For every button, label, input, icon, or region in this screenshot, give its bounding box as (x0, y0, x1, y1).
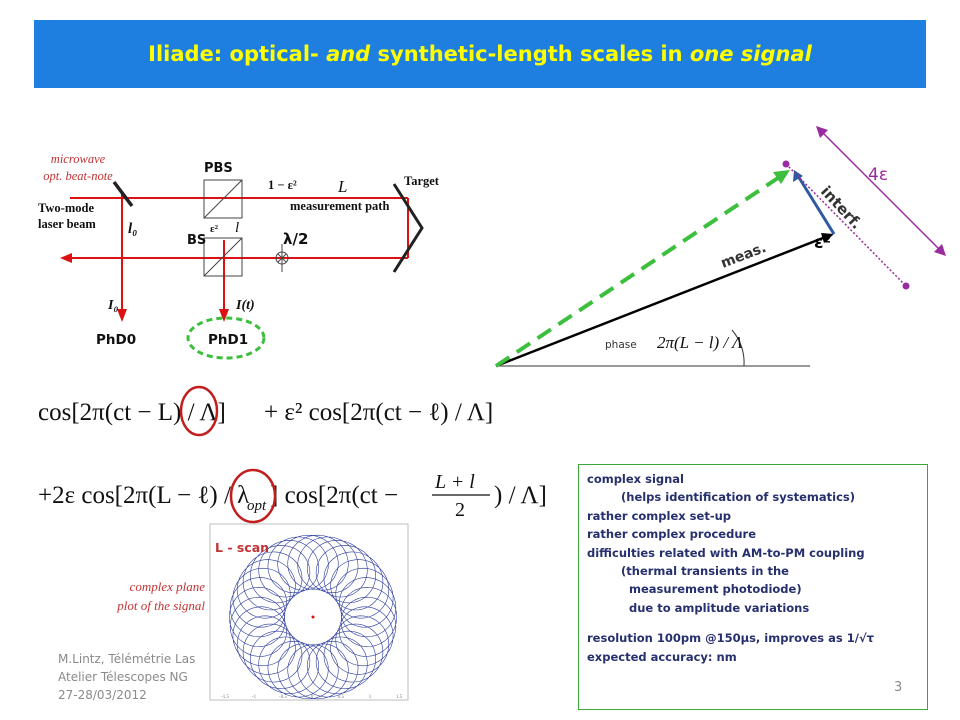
pbs-cube (203, 179, 243, 219)
It-label: I(t) (235, 298, 255, 313)
footer-author: M.Lintz, Télémétrie Las (58, 652, 196, 666)
target-reflector (392, 183, 424, 273)
meas-label: meas. (719, 240, 769, 272)
tick-label: -1 (252, 695, 257, 700)
L-label: L (337, 177, 347, 196)
phd1-label: PhD1 (208, 332, 248, 348)
note-line-10: expected accuracy: nm (587, 650, 737, 664)
beat-note-label: opt. beat-note (43, 169, 113, 183)
half-wave-label: λ/2 (283, 230, 308, 248)
plot-caption-1: complex plane (130, 579, 206, 594)
tick-label: 1.5 (396, 695, 403, 700)
phd0-label: PhD0 (96, 332, 136, 348)
phd1-highlight (186, 316, 266, 360)
title-bar (34, 20, 926, 88)
lambda-highlight-1 (179, 385, 219, 437)
slide-title: Iliade: optical- and synthetic-length sc… (148, 42, 812, 66)
laser-beam-label: laser beam (38, 217, 96, 231)
complex-plane-plot: -1.5 -1 -0.5 0 0.5 1 1.5 (209, 523, 409, 701)
phase-label: phase (605, 339, 637, 351)
plot-tick-labels: -1.5 -1 -0.5 0 0.5 1 1.5 (221, 695, 403, 700)
four-eps-dimension (821, 131, 941, 251)
interf-label: interf. (817, 182, 866, 232)
note-line-7: measurement photodiode) (629, 582, 802, 596)
bs-cube (203, 237, 243, 277)
notes-box: complex signal (helps identification of … (578, 464, 928, 710)
equation-term-5: ) / Λ] (494, 482, 547, 509)
note-line-5: difficulties related with AM-to-PM coupl… (587, 546, 865, 560)
note-line-4: rather complex procedure (587, 527, 756, 541)
slide-number: 3 (894, 680, 903, 695)
total-vector (494, 176, 780, 368)
beat-note-mirror (112, 180, 134, 208)
footer-date: 27-28/03/2012 (58, 688, 147, 702)
equation-term-2: + ε² cos[2π(ct − ℓ) / Λ] (264, 399, 493, 426)
eps2-label: ε² (210, 223, 219, 235)
four-eps-label: 4ε (868, 165, 888, 185)
target-label: Target (404, 174, 440, 188)
meas-vector (495, 234, 829, 368)
bs-label: BS (187, 233, 206, 248)
l0-label: l₀ (128, 221, 137, 237)
note-line-3: rather complex set-up (587, 509, 732, 523)
scan-label: L - scan (215, 540, 269, 555)
equation-term-4: ] cos[2π(ct − (270, 482, 398, 509)
two-mode-label: Two-mode (38, 201, 94, 215)
microwave-label: microwave (51, 152, 106, 166)
one-minus-eps2-label: 1 − ε² (268, 178, 297, 192)
equation-term-1: cos[2π(ct − L) / Λ] (38, 399, 226, 426)
note-line-8: due to amplitude variations (629, 601, 810, 615)
interf-vector (796, 175, 836, 235)
tick-label: -1.5 (221, 695, 229, 700)
equation-opt-subscript: opt (247, 498, 267, 514)
tick-label: 0.5 (338, 695, 345, 700)
tick-label: -0.5 (279, 695, 287, 700)
plot-caption-2: plot of the signal (116, 598, 205, 613)
upper-dot (782, 160, 790, 168)
eps2-phasor-label: ε² (814, 233, 831, 253)
note-line-6: (thermal transients in the (621, 564, 789, 578)
tick-label: 0 (311, 695, 314, 700)
pbs-label: PBS (204, 161, 233, 176)
footer-event: Atelier Télescopes NG (58, 670, 188, 684)
signal-rosette (228, 534, 397, 700)
phd1-arrow (219, 309, 229, 322)
measurement-path-label: measurement path (290, 199, 389, 213)
equation-fraction-num: L + l (434, 471, 475, 493)
tick-label: 1 (369, 695, 372, 700)
lambda-opt-highlight (229, 468, 277, 524)
return-beam-arrow (60, 253, 72, 263)
lower-dot (902, 282, 910, 290)
l-label: l (235, 220, 239, 236)
equation-fraction-den: 2 (455, 499, 465, 521)
note-line-2: (helps identification of systematics) (621, 490, 855, 504)
footer: M.Lintz, Télémétrie Las Atelier Télescop… (58, 650, 208, 704)
note-line-1: complex signal (587, 472, 685, 486)
phase-formula: 2π(L − l) / Λ (657, 333, 743, 352)
I0-label: I₀ (107, 298, 118, 313)
note-line-9: resolution 100pm @150µs, improves as 1/√… (587, 631, 874, 645)
origin-dot (311, 615, 315, 619)
half-wave-plate (275, 251, 289, 265)
interf-circle-diameter (785, 163, 907, 287)
equation-term-3: +2ε cos[2π(L − ℓ) / λ (38, 482, 249, 509)
phd0-arrow (117, 309, 127, 322)
phase-arc (731, 329, 745, 367)
plot-frame (209, 523, 409, 701)
